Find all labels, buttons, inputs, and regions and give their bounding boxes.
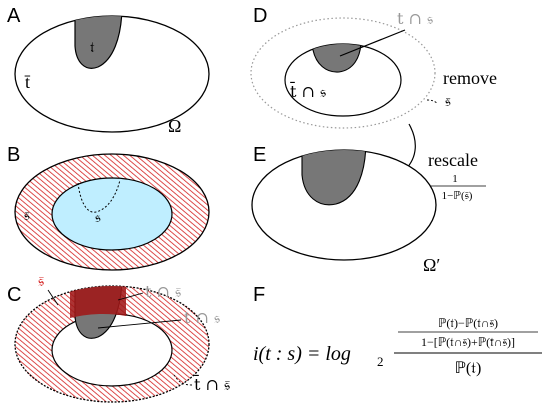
panel-c-letter: C: [7, 284, 21, 306]
omega-label: Ω: [168, 116, 181, 136]
set-t-dotted-outline: [77, 179, 121, 213]
s-bar-label: 𝔰̄: [38, 271, 44, 290]
rescale-fraction-denominator: 1−ℙ(𝔰̄): [442, 190, 473, 202]
formula-numerator-top: ℙ(𝔱)−ℙ(𝔱∩𝔰̄): [438, 316, 498, 330]
panel-e-letter: E: [253, 144, 266, 166]
t-cap-s-pointer: [339, 29, 406, 57]
set-t-bar-label: t̄: [24, 72, 30, 92]
t-cap-s-bar-region: [70, 286, 126, 318]
rescale-fraction-numerator: 1: [452, 173, 458, 185]
panel-f-letter: F: [253, 284, 265, 306]
rescaled-t-region: [301, 150, 367, 206]
removed-outer-ellipse: [250, 17, 436, 129]
s-bar-label: 𝔰̄: [445, 92, 451, 110]
rescale-arrow-curve: [404, 123, 416, 171]
panel-d-letter: D: [253, 5, 267, 27]
s-bar-pointer: [426, 99, 438, 104]
t-cap-s-bar-pointer: [117, 292, 144, 301]
t-bar-cap-s-bar-label: t̄ ∩ 𝔰̄: [193, 373, 230, 394]
panel-f: F i(t : s) = log 2 ℙ(𝔱)−ℙ(𝔱∩𝔰̄) 1−[ℙ(𝔱∩𝔰…: [253, 284, 542, 377]
set-t-region: [74, 16, 123, 69]
set-s-bar-label: 𝔰̄: [24, 206, 30, 224]
panel-b: B 𝔰 𝔰̄: [7, 144, 210, 271]
remove-label: remove: [443, 68, 497, 88]
set-t-label: 𝔱: [90, 38, 95, 56]
panel-d: D t ∩ 𝔰 t̄ ∩ 𝔰 remove 𝔰̄: [250, 5, 497, 129]
t-bar-cap-s-bar-pointer: [173, 374, 193, 386]
s-bar-pointer: [47, 289, 59, 306]
panel-e: E rescale 1 1−ℙ(𝔰̄) Ω′: [251, 144, 486, 275]
t-cap-s-bar-label: t ∩ 𝔰̄: [145, 282, 181, 301]
formula-log-base: 2: [377, 354, 384, 369]
omega-prime-label: Ω′: [423, 255, 440, 275]
formula-denominator: ℙ(𝔱): [455, 360, 482, 377]
set-s-hole: [51, 313, 173, 387]
panel-a: A 𝔱 t̄ Ω: [7, 5, 210, 136]
set-s-label: 𝔰: [95, 208, 101, 226]
formula-numerator-bottom: 1−[ℙ(𝔱∩𝔰̄)+ℙ(𝔱̄∩𝔰̄)]: [421, 335, 515, 349]
t-cap-s-pointer: [97, 319, 182, 329]
t-bar-cap-s-label: t̄ ∩ 𝔰: [289, 80, 326, 101]
t-cap-s-label: t ∩ 𝔰: [397, 9, 433, 28]
panel-a-letter: A: [7, 5, 21, 27]
panel-b-letter: B: [7, 144, 20, 166]
formula-lhs: i(t : s) = log: [253, 343, 351, 365]
panel-c: C 𝔰̄ t ∩ 𝔰̄ t ∩ 𝔰 t̄ ∩ 𝔰̄: [7, 271, 230, 403]
rescale-label: rescale: [428, 150, 478, 170]
t-cap-s-label: t ∩ 𝔰: [184, 308, 220, 327]
set-s-ellipse: [51, 177, 173, 251]
t-cap-s-region: [312, 44, 362, 73]
